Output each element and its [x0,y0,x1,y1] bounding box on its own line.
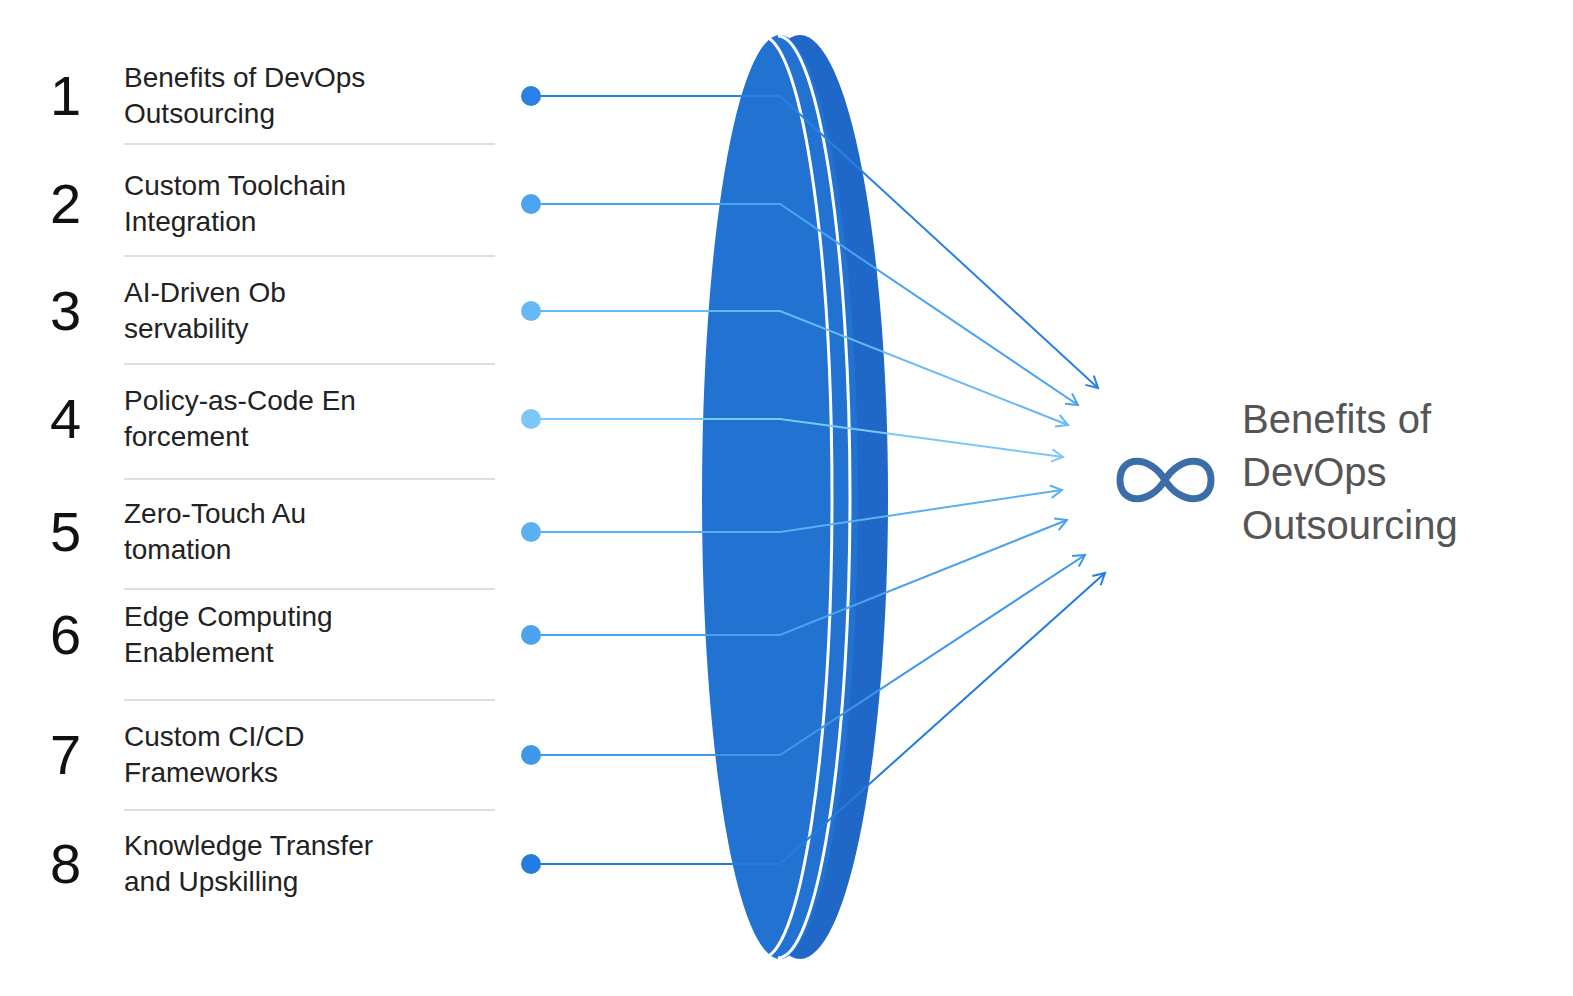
connector-arrow [521,86,1098,388]
item-label: AI-Driven Ob servability [124,275,354,347]
list-item: 4Policy-as-Code En forcement [50,374,531,464]
arrow-head [1092,573,1105,585]
connector-line [531,419,1063,457]
separator-lines [124,144,495,810]
callout-number: 8 [50,836,124,892]
lens-shape [702,35,888,959]
arrow-head [1055,415,1068,427]
list-item: 3AI-Driven Ob servability [50,266,531,356]
item-label: Custom CI/CD Frameworks [124,719,414,791]
arrow-head [1072,555,1085,566]
arrow-head [1050,486,1062,498]
item-label: Policy-as-Code En forcement [124,383,394,455]
connector-arrow [521,555,1085,765]
connector-arrow [521,486,1062,542]
connector-arrow [521,573,1105,874]
callout-number: 2 [50,176,124,232]
infinity-logo [1120,461,1211,499]
arrow-head [1065,393,1078,405]
list-item: 1Benefits of DevOps Outsourcing [50,51,531,141]
connector-line [531,573,1105,864]
list-item: 7Custom CI/CD Frameworks [50,710,531,800]
list-item: 8Knowledge Transfer and Upskilling [50,819,531,909]
item-label: Custom Toolchain Integration [124,168,414,240]
item-label: Edge Computing Enablement [124,599,414,671]
connector-arrow [521,301,1068,427]
target-text: Benefits of DevOps Outsourcing [1242,393,1482,552]
arrow-head [1085,376,1098,388]
callout-number: 5 [50,504,124,560]
item-label: Benefits of DevOps Outsourcing [124,60,414,132]
list-item: 5Zero-Touch Au tomation [50,487,531,577]
connector-line [531,555,1085,755]
callout-number: 6 [50,607,124,663]
arrow-head [1051,449,1063,461]
target-label: Benefits of DevOps Outsourcing [1062,385,1532,575]
connector-line [531,204,1078,405]
connector-arrow [521,409,1063,462]
callout-number: 3 [50,283,124,339]
connector-arrow [521,518,1067,645]
item-label: Zero-Touch Au tomation [124,496,354,568]
callout-number: 1 [50,68,124,124]
connector-arrow [521,194,1078,405]
connector-line [531,520,1067,635]
callout-number: 4 [50,391,124,447]
callout-number: 7 [50,727,124,783]
arrow-head [1054,518,1067,530]
list-item: 2Custom Toolchain Integration [50,159,531,249]
item-label: Knowledge Transfer and Upskilling [124,828,414,900]
list-item: 6Edge Computing Enablement [50,590,531,680]
connector-line [531,96,1098,388]
connector-line [531,490,1062,532]
connector-line [531,311,1068,425]
